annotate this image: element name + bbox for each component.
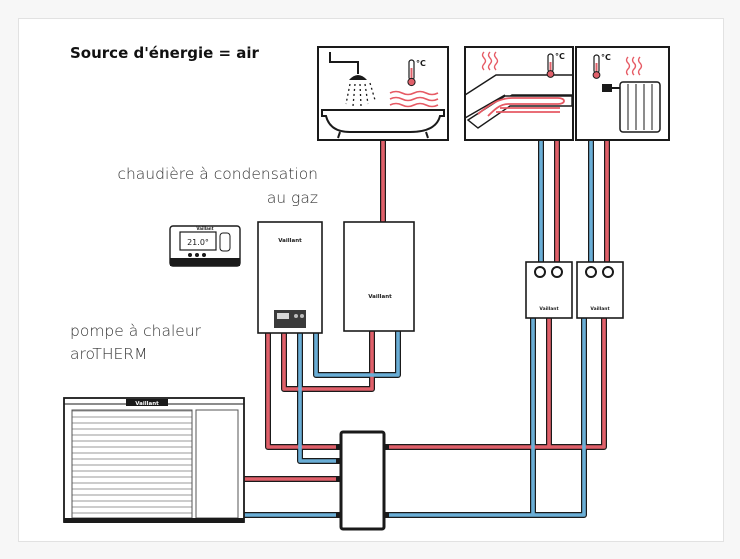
pipe-boiler-sep-blue <box>298 333 341 463</box>
heat-waves-icon <box>481 51 499 71</box>
gauge-icon <box>551 266 563 278</box>
heat-waves-icon <box>389 90 439 108</box>
boiler-brand: Vaillant <box>278 238 302 244</box>
thermometer-icon <box>592 54 601 79</box>
controller-brand: Vaillant <box>196 226 213 231</box>
gas-boiler-label: chaudière à condensation au gaz <box>0 162 318 210</box>
bathroom-room: °C <box>317 46 449 141</box>
pipe-boiler-tank-blue <box>314 331 400 377</box>
thermometer-icon <box>546 53 555 78</box>
heat-waves-icon <box>625 56 643 76</box>
gauge-icon <box>534 266 546 278</box>
pipe-dist-red-outline <box>384 318 607 450</box>
pipe-dist-blue-outline <box>384 318 587 518</box>
gas-boiler-label-line2: au gaz <box>266 189 318 207</box>
thermostatic-valve-icon <box>602 84 612 92</box>
gauge-icon <box>585 266 597 278</box>
pipe-boiler-sep-red <box>266 333 341 449</box>
controller-temperature: 21.0° <box>187 238 209 247</box>
shower-head-icon <box>349 75 367 80</box>
radiator-room: °C <box>575 46 670 141</box>
pipe-boiler-tank-red <box>282 331 374 391</box>
celsius-unit: °C <box>416 59 426 68</box>
shower-water-icon <box>345 82 376 107</box>
floor-heating-room: °C <box>464 46 574 141</box>
heat-pump-arotherm: Vaillant <box>63 397 245 523</box>
diagram-title: Source d'énergie = air <box>70 44 259 62</box>
gas-boiler-label-line1: chaudière à condensation <box>117 165 318 183</box>
pump-station-floor: Vaillant <box>525 261 573 319</box>
celsius-unit: °C <box>601 53 611 62</box>
gas-boiler: Vaillant <box>257 221 323 334</box>
station-brand: Vaillant <box>590 306 610 312</box>
pump-station-radiator: Vaillant <box>576 261 624 319</box>
floor-coil-icon <box>477 97 565 117</box>
heat-pump-brand: Vaillant <box>135 401 159 407</box>
pipe-dist-blue <box>384 318 586 517</box>
station-brand: Vaillant <box>539 306 559 312</box>
pipe-dist-red <box>384 318 606 449</box>
tank-brand: Vaillant <box>368 294 392 300</box>
hot-water-cylinder: Vaillant <box>343 221 415 332</box>
pipe-boiler-tank-blue-outline <box>313 331 401 378</box>
celsius-unit: °C <box>555 52 565 61</box>
heat-pump-label: pompe à chaleur aroTHERM <box>70 320 201 366</box>
room-controller: 21.0° Vaillant <box>169 225 241 267</box>
shower-pipe-icon <box>329 52 359 74</box>
thermometer-icon <box>407 59 416 87</box>
fan-grille <box>71 409 193 519</box>
pipe-boiler-sep-blue-outline <box>297 333 341 464</box>
radiator-icon <box>619 81 661 133</box>
controller-display <box>179 231 217 251</box>
heat-pump-label-line2: aroTHERM <box>70 345 148 363</box>
gauge-icon <box>602 266 614 278</box>
heat-pump-label-line1: pompe à chaleur <box>70 322 202 340</box>
hydraulic-separator <box>336 430 389 531</box>
bathtub-icon <box>321 109 445 133</box>
